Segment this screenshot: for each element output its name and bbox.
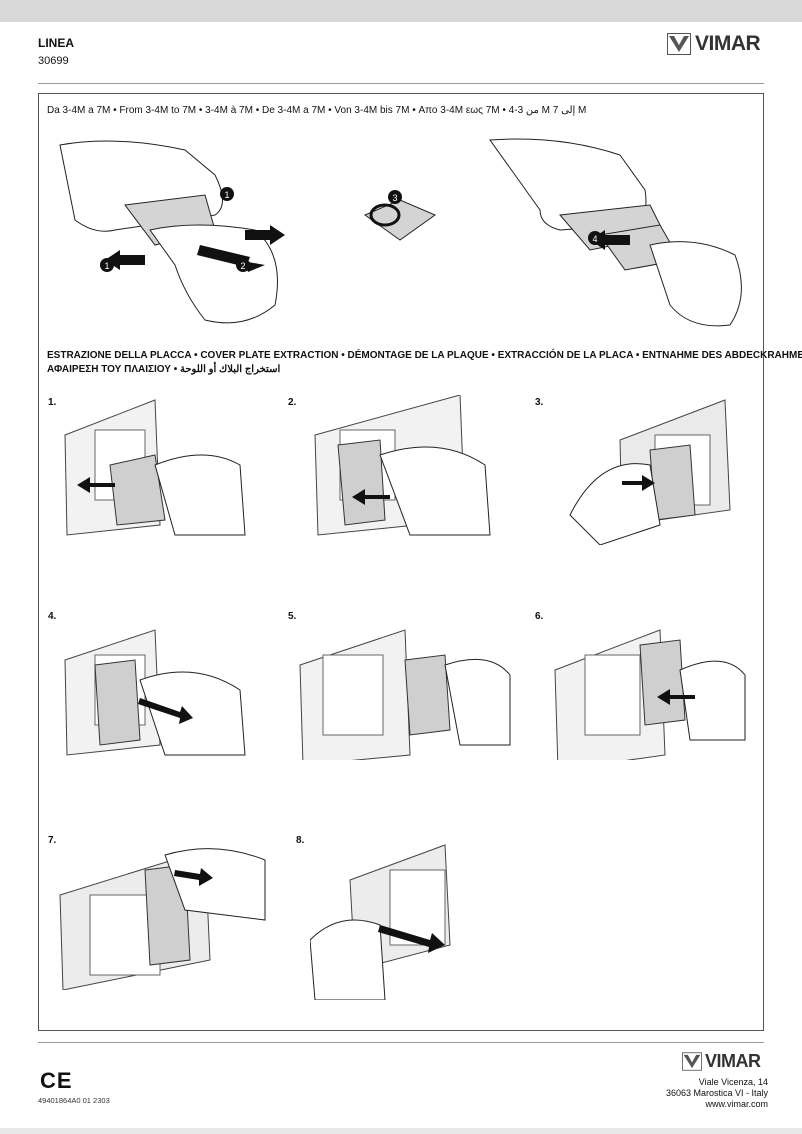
step-figure-7 xyxy=(59,848,266,990)
step-marker-icon xyxy=(588,231,602,245)
product-line: LINEA xyxy=(38,36,74,50)
company-address: Viale Vicenza, 14 36063 Marostica VI - I… xyxy=(666,1077,768,1110)
step-label-8: 8. xyxy=(296,835,305,846)
step-figure-8 xyxy=(310,844,451,1000)
top-figure-1: 1 2 1 xyxy=(59,140,285,324)
top-bar xyxy=(0,0,802,22)
step-label-4: 4. xyxy=(48,611,57,622)
step-marker-label: 1 xyxy=(104,261,109,271)
ce-mark: CE xyxy=(40,1068,73,1093)
step-label-5: 5. xyxy=(288,611,297,622)
step-label-1: 1. xyxy=(48,397,57,408)
top-figure-2: 3 xyxy=(363,190,437,241)
section-subtitle: ΑΦΑΙΡΕΣΗ ΤΟΥ ΠΛΑΙΣΙΟΥ • استخراج البلاك أ… xyxy=(47,364,281,375)
step-marker-icon xyxy=(220,187,234,201)
section-title: ESTRAZIONE DELLA PLACCA • COVER PLATE EX… xyxy=(47,350,802,361)
address-city: 36063 Marostica VI - Italy xyxy=(665,1088,768,1098)
brand-name: VIMAR xyxy=(695,32,761,55)
step-figure-1 xyxy=(64,399,246,536)
step-figure-6 xyxy=(554,629,746,760)
footer-brand-name: VIMAR xyxy=(705,1050,761,1071)
step-marker-label: 4 xyxy=(592,234,597,244)
document-reference: 49401864A0 01 2303 xyxy=(38,1096,110,1105)
range-caption: Da 3-4M a 7M • From 3-4M to 7M • 3-4M à … xyxy=(47,105,587,116)
step-marker-label: 2 xyxy=(240,261,245,271)
step-label-7: 7. xyxy=(48,835,57,846)
step-figure-5 xyxy=(299,629,511,760)
step-label-2: 2. xyxy=(288,397,297,408)
vimar-logo-icon xyxy=(667,33,691,55)
step-marker-label: 3 xyxy=(392,193,397,203)
product-code: 30699 xyxy=(38,55,69,67)
address-street: Viale Vicenza, 14 xyxy=(698,1077,768,1087)
step-marker-icon xyxy=(236,258,250,272)
vimar-logo-icon xyxy=(682,1051,702,1071)
instruction-frame xyxy=(38,93,764,1031)
step-marker-label: 1 xyxy=(224,190,229,200)
step-label-6: 6. xyxy=(535,611,544,622)
step-marker-icon xyxy=(100,258,114,272)
step-marker-icon xyxy=(388,190,402,204)
step-figure-2 xyxy=(314,395,491,536)
bottom-bar xyxy=(0,1128,802,1134)
footer-divider xyxy=(38,1042,764,1043)
website-link[interactable]: www.vimar.com xyxy=(705,1099,768,1109)
step-figure-4 xyxy=(64,629,246,756)
footer-vimar-logo: VIMAR xyxy=(682,1048,768,1074)
step-label-3: 3. xyxy=(535,397,544,408)
top-figure-3: 4 xyxy=(489,138,742,327)
header-divider xyxy=(38,83,764,84)
step-figure-3 xyxy=(569,399,731,545)
vimar-logo: VIMAR xyxy=(667,30,767,58)
